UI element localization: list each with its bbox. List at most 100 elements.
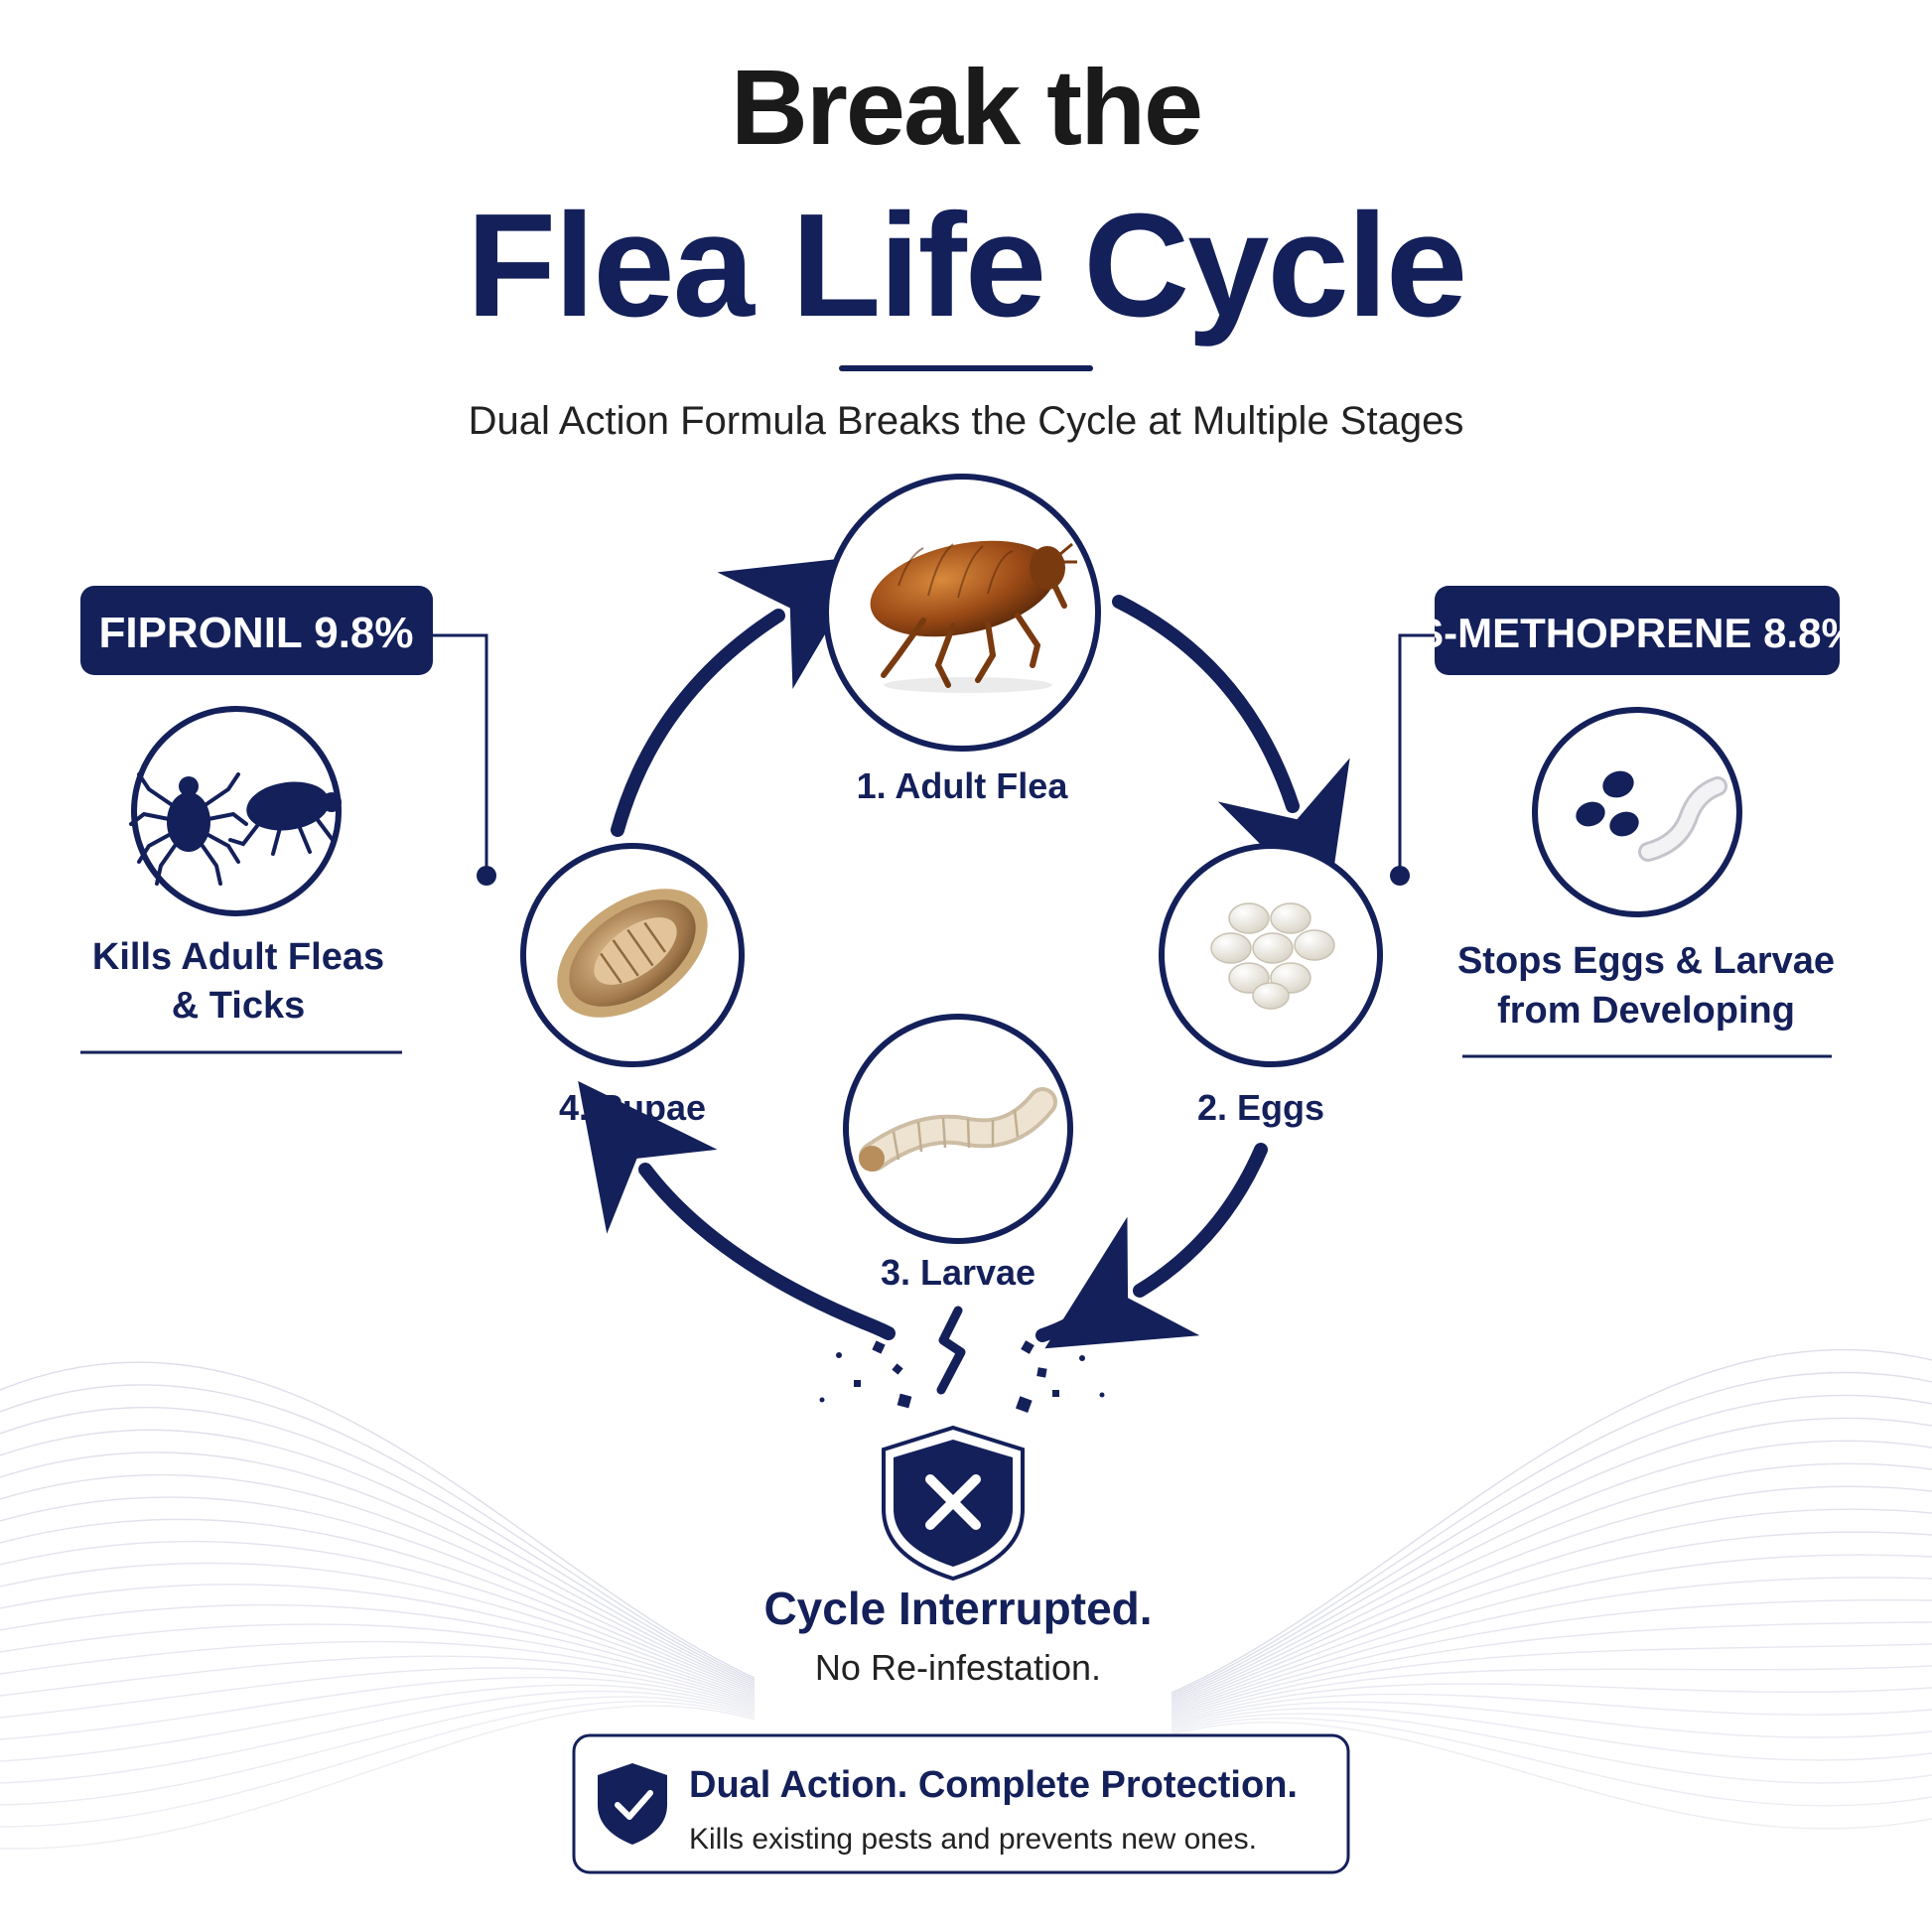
wave-line bbox=[0, 1451, 756, 1687]
title-line-2: Flea Life Cycle bbox=[467, 184, 1465, 347]
wave-line bbox=[1171, 1394, 1932, 1698]
footer-box bbox=[572, 1733, 1350, 1874]
wave-line bbox=[0, 1655, 756, 1707]
wave-line bbox=[0, 1562, 756, 1697]
wave-line bbox=[1171, 1348, 1932, 1694]
shield-x-icon bbox=[882, 1425, 1025, 1582]
wave-line bbox=[1171, 1440, 1932, 1702]
arrow-break-right-stub bbox=[1035, 1302, 1099, 1342]
methoprene-caption-line-1: Stops Eggs & Larvae bbox=[1457, 940, 1835, 982]
fipronil-icon-circle bbox=[131, 706, 342, 916]
wave-line bbox=[1171, 1531, 1932, 1710]
wave-line bbox=[1171, 1554, 1932, 1712]
arrow-larvae-to-pupae bbox=[578, 1080, 871, 1329]
wave-line bbox=[0, 1429, 756, 1685]
wave-line bbox=[1171, 1485, 1932, 1706]
wave-line bbox=[0, 1676, 756, 1740]
interrupt-subtitle: No Re-infestation. bbox=[815, 1647, 1101, 1688]
methoprene-badge-bg bbox=[1435, 586, 1840, 675]
fipronil-panel: FIPRONIL 9.8% bbox=[80, 586, 496, 1054]
wave-line bbox=[1171, 1371, 1932, 1696]
wave-line bbox=[1171, 1718, 1932, 1807]
adult-flea-icon bbox=[870, 540, 1077, 693]
wave-line bbox=[0, 1496, 756, 1691]
wave-line bbox=[1171, 1417, 1932, 1700]
methoprene-caption-line-2: from Developing bbox=[1497, 990, 1795, 1032]
arrow-adult-to-eggs bbox=[1112, 595, 1350, 912]
cycle-arrows bbox=[578, 555, 1350, 1349]
fipronil-caption-line-2: & Ticks bbox=[172, 985, 305, 1027]
wave-line bbox=[1171, 1707, 1932, 1761]
eggs-icon bbox=[1210, 902, 1335, 1010]
wave-line bbox=[0, 1640, 756, 1705]
methoprene-connector bbox=[1398, 633, 1435, 874]
cycle-break-burst bbox=[819, 1306, 1105, 1413]
methoprene-connector-dot bbox=[1390, 866, 1410, 886]
wave-line bbox=[0, 1361, 756, 1679]
wave-line bbox=[1171, 1713, 1932, 1784]
wave-line bbox=[0, 1518, 756, 1693]
subtitle: Dual Action Formula Breaks the Cycle at … bbox=[469, 399, 1464, 443]
stage-larvae: 3. Larvae bbox=[843, 1014, 1073, 1293]
lightning-crack-icon bbox=[936, 1306, 966, 1395]
stage-pupae: 4. Pupae bbox=[520, 843, 745, 1128]
stage-label: 2. Eggs bbox=[1197, 1087, 1324, 1128]
wave-line bbox=[0, 1473, 756, 1689]
pupa-icon bbox=[557, 889, 708, 1018]
footer-subtitle: Kills existing pests and prevents new on… bbox=[689, 1823, 1257, 1856]
footer-title: Dual Action. Complete Protection. bbox=[689, 1764, 1298, 1806]
stage-adult-flea: 1. Adult Flea bbox=[823, 474, 1101, 806]
wave-line bbox=[1171, 1683, 1932, 1724]
wave-line bbox=[1171, 1693, 1932, 1725]
wave-line bbox=[1171, 1722, 1932, 1830]
flea-silhouette-icon bbox=[228, 781, 342, 856]
wave-line bbox=[0, 1384, 756, 1681]
wave-line bbox=[1171, 1577, 1932, 1714]
fipronil-caption-line-1: Kills Adult Fleas bbox=[92, 936, 384, 978]
eggs-larva-icon bbox=[1576, 770, 1727, 862]
fipronil-badge-bg bbox=[80, 586, 433, 675]
wave-line bbox=[1171, 1643, 1932, 1720]
wave-line bbox=[0, 1584, 756, 1699]
wave-line bbox=[0, 1701, 756, 1828]
arrow-eggs-to-larvae bbox=[1044, 1143, 1268, 1349]
fipronil-badge: FIPRONIL 9.8% bbox=[98, 609, 413, 657]
arrow-pupae-to-adult bbox=[611, 555, 873, 837]
methoprene-icon-circle bbox=[1532, 707, 1742, 917]
larva-icon bbox=[859, 1087, 1057, 1172]
wave-line bbox=[0, 1540, 756, 1695]
wave-line bbox=[0, 1684, 756, 1762]
debris-particles bbox=[819, 1340, 1105, 1413]
footer-callout: Dual Action. Complete Protection. Kills … bbox=[572, 1733, 1350, 1874]
stage-label: 3. Larvae bbox=[881, 1252, 1035, 1293]
wave-line bbox=[1171, 1621, 1932, 1718]
wave-line bbox=[0, 1667, 756, 1719]
wave-line bbox=[1171, 1462, 1932, 1704]
wave-line bbox=[0, 1696, 756, 1806]
wave-line bbox=[1171, 1599, 1932, 1716]
tick-icon bbox=[129, 772, 248, 886]
title-divider bbox=[839, 365, 1093, 371]
fipronil-connector bbox=[433, 633, 488, 874]
methoprene-badge: S-METHOPRENE 8.8% bbox=[1416, 610, 1859, 656]
methoprene-panel: S-METHOPRENE 8.8% Stops Eggs & Larvae fr… bbox=[1390, 586, 1859, 1058]
decorative-wave-lines-left bbox=[0, 1361, 756, 1850]
wave-line bbox=[1171, 1701, 1932, 1738]
shield-check-icon bbox=[598, 1763, 667, 1845]
title-line-1: Break the bbox=[731, 47, 1201, 167]
wave-line bbox=[0, 1407, 756, 1683]
fipronil-connector-dot bbox=[477, 866, 496, 886]
wave-line bbox=[1171, 1508, 1932, 1708]
interrupt-title: Cycle Interrupted. bbox=[763, 1583, 1152, 1634]
decorative-wave-lines-right bbox=[1171, 1348, 1932, 1830]
arrow-break-left-stub bbox=[857, 1315, 896, 1340]
stage-eggs: 2. Eggs bbox=[1159, 843, 1383, 1128]
stage-label: 1. Adult Flea bbox=[857, 765, 1069, 806]
wave-line bbox=[0, 1623, 756, 1703]
wave-line bbox=[0, 1603, 756, 1701]
wave-line bbox=[0, 1690, 756, 1784]
wave-line bbox=[0, 1705, 756, 1850]
stage-label: 4. Pupae bbox=[559, 1087, 706, 1128]
wave-line bbox=[1171, 1665, 1932, 1722]
